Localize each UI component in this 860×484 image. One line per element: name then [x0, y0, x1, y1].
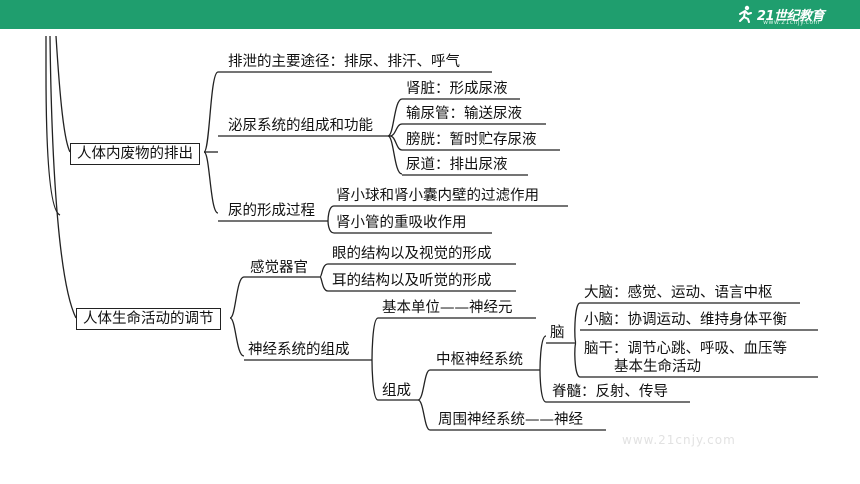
urine-formation-step-1: 肾小球和肾小囊内壁的过滤作用 — [336, 188, 539, 204]
regulation-title-box: 人体生命活动的调节 — [76, 308, 221, 330]
urinary-part-ureter: 输尿管：输送尿液 — [406, 106, 522, 122]
peripheral-nervous-system: 周围神经系统——神经 — [438, 412, 583, 428]
brain-part-cerebrum: 大脑：感觉、运动、语言中枢 — [584, 285, 773, 301]
urinary-part-kidney: 肾脏：形成尿液 — [406, 81, 508, 97]
central-nervous-system: 中枢神经系统 — [436, 352, 523, 368]
brand-url: www.21cnjy.com — [763, 19, 820, 26]
brand-name: 21世纪教育 — [756, 8, 825, 24]
nervous-system-label: 神经系统的组成 — [248, 342, 350, 358]
urinary-part-urethra: 尿道：排出尿液 — [406, 157, 508, 173]
trunk-excretion — [55, 35, 71, 153]
brain-part-brainstem-cont: 基本生命活动 — [614, 359, 701, 375]
sense-organs-label: 感觉器官 — [250, 260, 308, 276]
urinary-brace — [387, 98, 403, 175]
brain-part-cerebellum: 小脑：协调运动、维持身体平衡 — [584, 312, 787, 328]
excretion-title-box: 人体内废物的排出 — [70, 143, 200, 165]
composition-label: 组成 — [382, 383, 411, 399]
urine-formation-label: 尿的形成过程 — [228, 203, 315, 219]
sense-organ-eye: 眼的结构以及视觉的形成 — [332, 246, 492, 262]
excretion-brace — [203, 71, 219, 214]
urinary-part-bladder: 膀胱：暂时贮存尿液 — [406, 132, 537, 148]
runner-icon — [738, 5, 752, 23]
trunk-regulation — [49, 35, 77, 319]
excretion-routes: 排泄的主要途径：排尿、排汗、呼气 — [228, 54, 460, 70]
spinal-cord: 脊髓：反射、传导 — [552, 384, 668, 400]
sense-organ-ear: 耳的结构以及听觉的形成 — [332, 273, 492, 289]
urine-formation-step-2: 肾小管的重吸收作用 — [336, 215, 467, 231]
regulation-brace — [229, 276, 245, 357]
brain-label: 脑 — [550, 325, 565, 341]
watermark: www.21cnjy.com — [622, 433, 736, 447]
brand-logo: 21世纪教育 — [736, 3, 825, 25]
urinary-system-label: 泌尿系统的组成和功能 — [228, 118, 373, 134]
header-bar — [0, 0, 860, 29]
basic-unit: 基本单位——神经元 — [382, 300, 513, 316]
brain-part-brainstem: 脑干：调节心跳、呼吸、血压等 — [584, 341, 787, 357]
